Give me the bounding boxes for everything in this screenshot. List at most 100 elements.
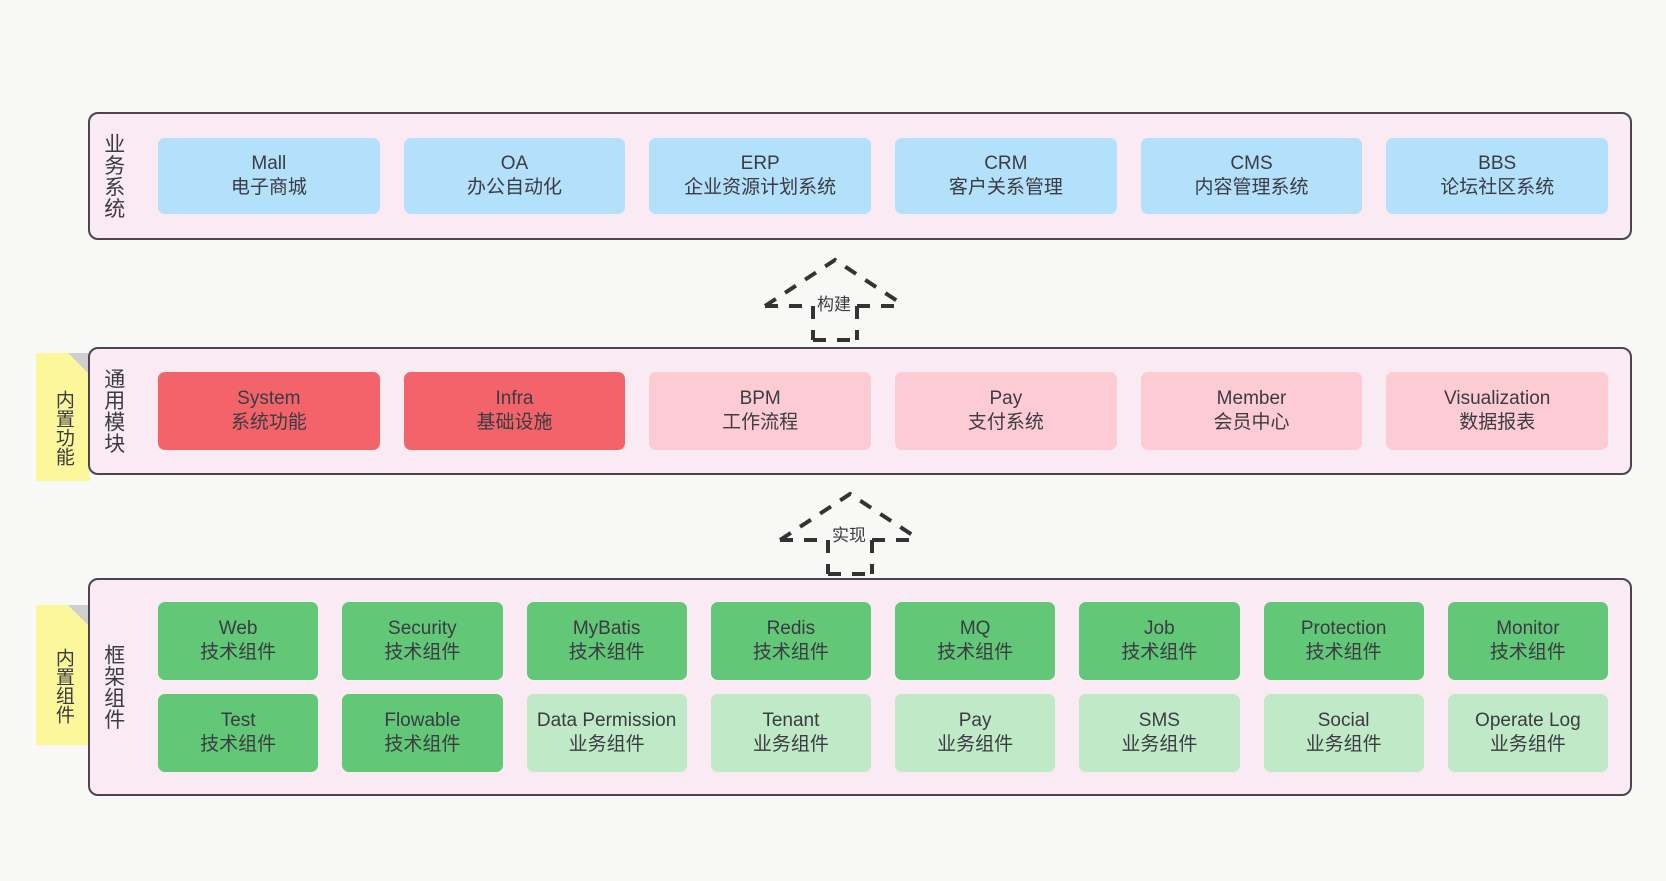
common-card-list: System 系统功能 Infra 基础设施 BPM 工作流程 Pay 支付系统… [136,349,1630,473]
card-pay-module[interactable]: Pay 支付系统 [895,372,1117,450]
card-pay-module-cn: 支付系统 [967,412,1044,433]
card-flowable-cn: 技术组件 [384,734,461,755]
connector-build-arrow [760,254,910,342]
card-security-cn: 技术组件 [384,642,461,663]
card-bpm-cn: 工作流程 [722,412,799,433]
card-erp-en: ERP [740,152,780,174]
card-crm[interactable]: CRM 客户关系管理 [895,138,1117,214]
card-erp[interactable]: ERP 企业资源计划系统 [649,138,872,214]
card-mybatis-en: MyBatis [572,617,641,639]
layer-title-common-modules: 通用模块 [101,368,125,454]
card-redis-en: Redis [766,617,816,639]
arrow-head-realize [778,491,922,542]
sticky-note-builtin-features: 内置功能 [36,353,90,481]
card-infra-en: Infra [495,387,534,409]
card-infra[interactable]: Infra 基础设施 [403,372,626,450]
card-mybatis-cn: 技术组件 [568,642,645,663]
card-mq-cn: 技术组件 [937,642,1014,663]
card-operate-log[interactable]: Operate Log 业务组件 [1447,694,1608,772]
card-bbs-cn: 论坛社区系统 [1440,177,1555,198]
card-web[interactable]: Web 技术组件 [158,602,319,680]
card-monitor[interactable]: Monitor 技术组件 [1447,602,1608,680]
card-member-en: Member [1216,387,1287,409]
card-oa[interactable]: OA 办公自动化 [403,138,626,214]
card-mall[interactable]: Mall 电子商城 [158,138,380,214]
card-cms-cn: 内容管理系统 [1194,177,1309,198]
card-data-permission-en: Data Permission [536,709,677,731]
framework-card-row-2: Test 技术组件 Flowable 技术组件 Data Permission … [146,694,1620,772]
card-security[interactable]: Security 技术组件 [342,602,503,680]
card-system-cn: 系统功能 [230,412,307,433]
card-pay-module-en: Pay [989,387,1023,409]
sticky-fold-icon [68,605,90,627]
card-sms[interactable]: SMS 业务组件 [1079,694,1240,772]
card-crm-cn: 客户关系管理 [948,177,1063,198]
card-pay-component[interactable]: Pay 业务组件 [895,694,1056,772]
card-system[interactable]: System 系统功能 [158,372,380,450]
card-data-permission-cn: 业务组件 [568,734,645,755]
framework-card-row-1: Web 技术组件 Security 技术组件 MyBatis 技术组件 Redi… [146,602,1620,680]
card-oa-cn: 办公自动化 [467,177,563,198]
layer-title-business-systems: 业务系统 [101,133,125,219]
card-protection-en: Protection [1300,617,1387,639]
card-oa-en: OA [500,152,529,174]
card-redis[interactable]: Redis 技术组件 [710,602,871,680]
card-job[interactable]: Job 技术组件 [1079,602,1240,680]
card-operate-log-cn: 业务组件 [1489,734,1566,755]
card-tenant-cn: 业务组件 [752,734,829,755]
card-social[interactable]: Social 业务组件 [1263,694,1424,772]
layer-title-framework-components: 框架组件 [101,644,125,730]
card-test[interactable]: Test 技术组件 [158,694,319,772]
card-cms-en: CMS [1230,152,1273,174]
card-member[interactable]: Member 会员中心 [1140,372,1363,450]
card-monitor-en: Monitor [1496,617,1560,639]
card-job-cn: 技术组件 [1121,642,1198,663]
card-mybatis[interactable]: MyBatis 技术组件 [526,602,687,680]
card-test-en: Test [220,709,256,731]
card-visualization-en: Visualization [1444,387,1551,409]
arrow-stem-build [811,306,859,342]
card-erp-cn: 企业资源计划系统 [684,177,837,198]
sticky-note-builtin-features-label: 内置功能 [52,390,74,466]
card-job-en: Job [1144,617,1175,639]
framework-card-grid: Web 技术组件 Security 技术组件 MyBatis 技术组件 Redi… [136,580,1630,794]
card-social-en: Social [1317,709,1370,731]
card-mall-en: Mall [251,152,287,174]
layer-common-modules: 通用模块 System 系统功能 Infra 基础设施 BPM 工作流程 Pay… [88,347,1632,475]
sticky-note-builtin-components-label: 内置组件 [52,648,74,724]
card-tenant[interactable]: Tenant 业务组件 [710,694,871,772]
card-bbs-en: BBS [1478,152,1517,174]
connector-build-label: 构建 [817,295,851,314]
card-web-en: Web [218,617,258,639]
card-test-cn: 技术组件 [200,734,277,755]
card-mq[interactable]: MQ 技术组件 [895,602,1056,680]
arrow-stem-realize [826,540,874,576]
card-sms-en: SMS [1138,709,1180,731]
card-mall-cn: 电子商城 [230,177,307,198]
connector-realize-label: 实现 [832,526,866,545]
card-visualization-cn: 数据报表 [1459,412,1536,433]
card-tenant-en: Tenant [762,709,820,731]
layer-business-systems: 业务系统 Mall 电子商城 OA 办公自动化 ERP 企业资源计划系统 CRM… [88,112,1632,240]
card-mq-en: MQ [959,617,991,639]
card-flowable[interactable]: Flowable 技术组件 [342,694,503,772]
card-bpm[interactable]: BPM 工作流程 [649,372,872,450]
card-monitor-cn: 技术组件 [1489,642,1566,663]
card-visualization[interactable]: Visualization 数据报表 [1386,372,1609,450]
card-infra-cn: 基础设施 [476,412,553,433]
card-data-permission[interactable]: Data Permission 业务组件 [526,694,687,772]
card-protection-cn: 技术组件 [1305,642,1382,663]
sticky-note-builtin-components: 内置组件 [36,605,90,745]
card-security-en: Security [388,617,457,639]
card-social-cn: 业务组件 [1305,734,1382,755]
card-cms[interactable]: CMS 内容管理系统 [1140,138,1363,214]
connector-realize-arrow [775,488,925,576]
layer-framework-components: 框架组件 Web 技术组件 Security 技术组件 MyBatis 技术组件… [88,578,1632,796]
card-operate-log-en: Operate Log [1475,709,1581,731]
card-redis-cn: 技术组件 [752,642,829,663]
arrow-head-build [763,257,907,308]
card-bbs[interactable]: BBS 论坛社区系统 [1386,138,1609,214]
business-card-list: Mall 电子商城 OA 办公自动化 ERP 企业资源计划系统 CRM 客户关系… [136,114,1630,238]
card-protection[interactable]: Protection 技术组件 [1263,602,1424,680]
